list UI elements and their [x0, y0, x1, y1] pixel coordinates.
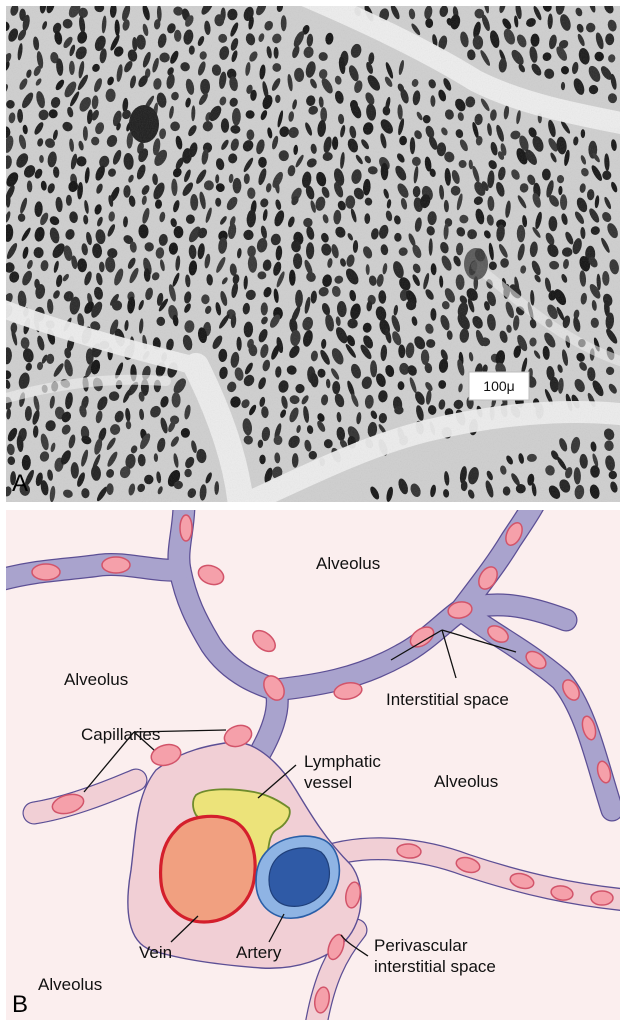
capillary: [180, 515, 192, 541]
micrograph-panel: 100μ A: [6, 6, 620, 502]
film-grain: [6, 6, 620, 502]
panel-letter-b: B: [12, 991, 28, 1018]
label-artery: Artery: [236, 943, 282, 962]
label-alveolus-top: Alveolus: [316, 554, 380, 573]
scale-bar: 100μ: [469, 372, 529, 400]
vein: [161, 816, 256, 922]
capillary: [102, 557, 130, 573]
schematic-panel: Alveolus Alveolus Alveolus Alveolus Inte…: [6, 510, 620, 1020]
label-perivascular-line1: Perivascular: [374, 936, 468, 955]
label-lymphatic-line1: Lymphatic: [304, 752, 381, 771]
capillary-network-micrograph: 100μ A: [6, 6, 620, 502]
label-lymphatic-line2: vessel: [304, 773, 352, 792]
scale-bar-label: 100μ: [483, 378, 514, 394]
capillary: [591, 891, 613, 905]
label-capillaries: Capillaries: [81, 725, 160, 744]
label-alveolus-left: Alveolus: [64, 670, 128, 689]
panel-letter-a: A: [12, 470, 28, 497]
label-alveolus-bottom-left: Alveolus: [38, 975, 102, 994]
label-interstitial-space: Interstitial space: [386, 690, 509, 709]
capillary: [32, 564, 60, 580]
label-perivascular-line2: interstitial space: [374, 957, 496, 976]
label-alveolus-right: Alveolus: [434, 772, 498, 791]
label-vein: Vein: [139, 943, 172, 962]
alveolar-schematic: Alveolus Alveolus Alveolus Alveolus Inte…: [6, 510, 620, 1020]
